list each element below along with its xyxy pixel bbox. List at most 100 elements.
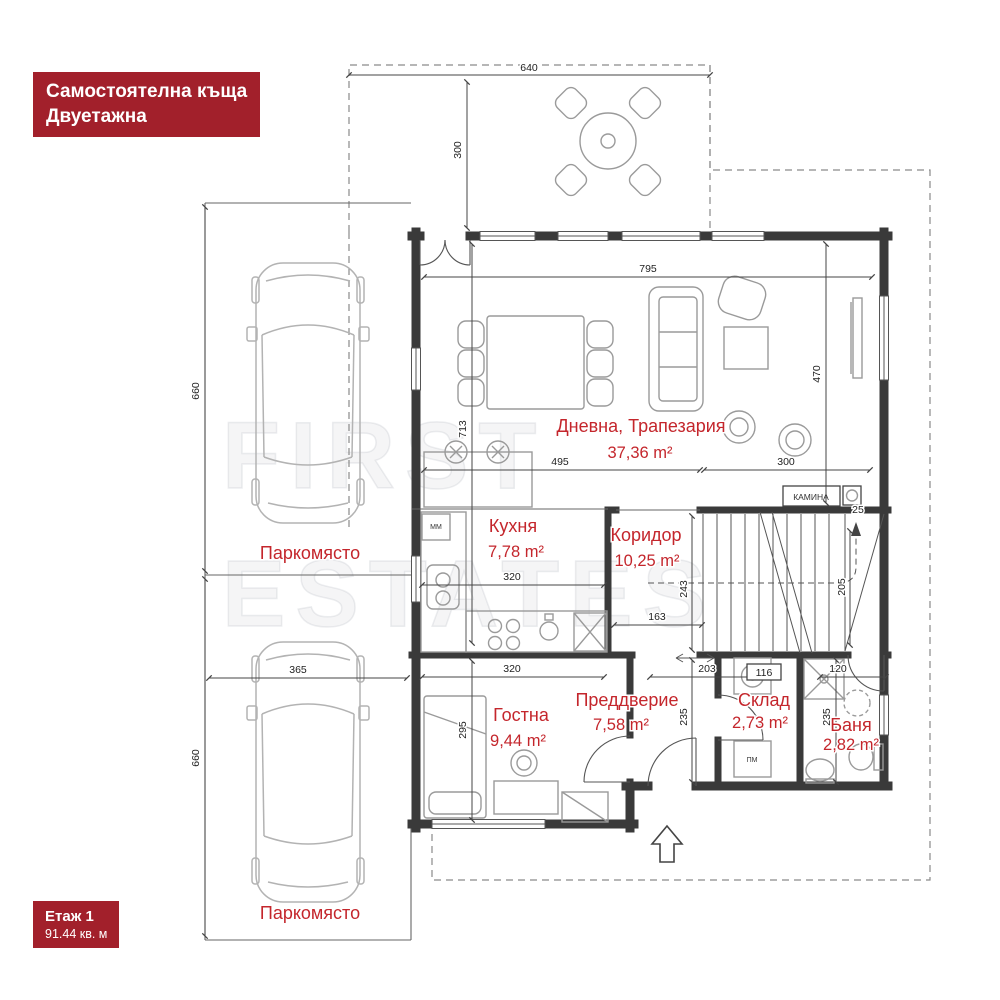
washer-label: ПМ [747,757,758,764]
watermark: FIRST ESTATES [221,388,716,664]
project-title-badge: Самостоятелна къща Двуетажна [33,72,261,138]
sofa [648,286,704,412]
dim-guest-depth: 295 [457,721,469,739]
round-chair [722,410,756,444]
bar-stool [486,440,510,464]
dim-dining-width: 495 [551,456,569,468]
dim-corridor-width: 163 [648,611,666,623]
washing-machine [733,740,772,778]
boiler [843,689,871,717]
toilet [848,743,874,771]
dim-corridor-depth: 243 [678,580,690,598]
terrace-chair [554,163,588,197]
overhang-outline [348,64,931,881]
lounge-set [648,275,863,457]
living-room-name: Дневна, Трапезария [556,416,725,436]
dim-left-depth: 713 [457,420,469,438]
dim-parking-width: 365 [289,664,307,676]
kitchen-sink-2 [539,621,559,641]
dim-stair-offset: 25 [852,504,864,516]
desk [493,780,559,815]
floor-info-badge: Етаж 1 91.44 кв. м [33,901,120,948]
dim-terrace-depth: 300 [452,141,464,159]
dim-bath-width: 120 [829,663,847,675]
fireplace-label: КАМИНА [793,492,829,502]
dim-bath-depth: 235 [821,708,833,726]
watermark-line1: FIRST [221,402,547,509]
dining-table [486,315,585,410]
cabinet [561,791,609,823]
dim-guest-width: 320 [503,663,521,675]
round-chair [778,423,812,457]
tv-unit [852,297,863,379]
bath-name: Баня [830,715,872,735]
dining-chair [457,349,485,378]
dim-stairs-width: 300 [777,456,795,468]
dining-chair [457,320,485,349]
vestibule-area: 7,58 m² [593,716,649,734]
living-room-area: 37,36 m² [607,444,673,462]
pillow [428,791,482,815]
project-title-line2: Двуетажна [46,105,147,127]
floor-number: Етаж 1 [45,908,94,925]
storage-area: 2,73 m² [732,714,788,732]
toilet-tank [873,743,884,771]
dim-storage-niche: 116 [756,667,773,679]
dim-living-depth-right: 470 [811,365,823,383]
bar-stool [444,440,468,464]
fireplace: КАМИНА [782,485,862,507]
project-title-line1: Самостоятелна къща [46,81,248,102]
dim-living-width: 795 [639,263,657,275]
terrace-table [579,112,637,170]
dining-chair [457,378,485,407]
bath-area: 2,82 m² [823,736,879,754]
fridge [573,612,607,652]
windows [411,231,889,829]
corridor-area: 10,25 m² [614,552,680,570]
dim-vestibule-depth: 235 [678,708,690,726]
armchair [717,275,767,321]
terrace-chair [628,86,662,120]
guest-room-name: Гостна [493,705,550,725]
dining-chair [586,320,614,349]
dim-parking1-length: 660 [190,382,202,400]
car-top [246,262,370,524]
doors [412,239,885,787]
kitchen-counter-bottom [465,610,608,653]
dim-vestibule-width: 203 [698,663,716,675]
microwave-label: ММ [430,524,442,531]
dim-kitchen-width: 320 [503,571,521,583]
car-bottom [246,641,370,903]
bath-sink [805,758,835,782]
microwave [421,513,451,541]
terrace-chair [554,86,588,120]
kitchen-island [423,451,533,508]
kitchen-area: 7,78 m² [488,543,544,561]
coffee-table [723,326,769,370]
guest-room-area: 9,44 m² [490,732,546,750]
dimensions: 640 300 795 660 660 365 713 495 470 300 … [189,61,890,940]
desk-chair [510,749,538,777]
entrance-arrow [650,824,684,863]
storage-name: Склад [738,690,791,710]
dining-set [457,315,614,410]
dim-parking2-length: 660 [190,749,202,767]
terrace-furniture [554,86,662,197]
dining-chair [586,378,614,407]
interior-walls [408,506,892,790]
vestibule-name: Преддверие [575,690,678,710]
dining-chair [586,349,614,378]
bed [423,695,487,819]
dim-stair-run: 205 [836,578,848,596]
parking-space-1-label: Паркомясто [260,543,360,563]
kitchen-name: Кухня [489,516,537,536]
room-labels: Дневна, Трапезария 37,36 m² Кухня 7,78 m… [487,415,881,756]
stair-direction-arrow [851,522,861,536]
floor-area: 91.44 кв. м [45,927,108,941]
dim-terrace-width: 640 [520,62,538,74]
exterior-walls [407,227,893,833]
parking-area: Паркомясто Паркомясто [204,202,412,941]
guest-room-furniture [423,695,609,823]
parking-space-2-label: Паркомясто [260,903,360,923]
